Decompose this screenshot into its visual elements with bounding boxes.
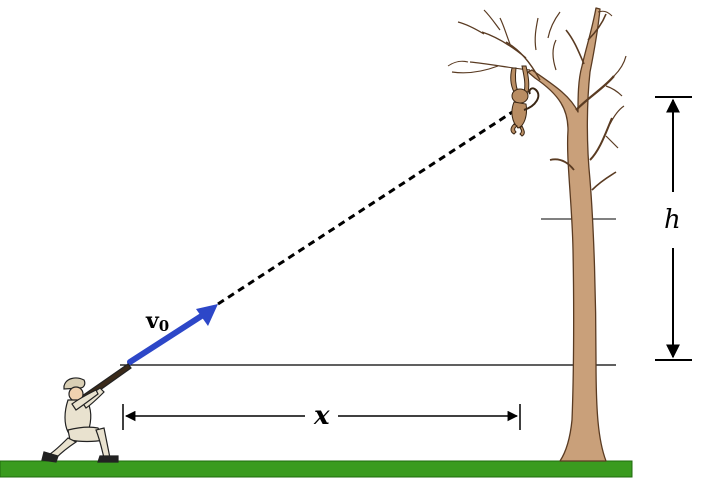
velocity-label: v0	[145, 308, 169, 335]
height-label: h	[664, 205, 681, 235]
velocity-arrow	[127, 304, 218, 365]
hanging-monkey-icon	[510, 65, 540, 137]
distance-label: x	[313, 401, 330, 431]
distance-dimension	[122, 404, 521, 430]
hunter-with-rifle-icon	[41, 363, 132, 463]
velocity-subscript: 0	[159, 317, 169, 335]
ground	[0, 460, 633, 478]
height-dimension	[655, 96, 692, 361]
velocity-symbol: v	[145, 308, 160, 334]
bare-tree-icon	[447, 7, 627, 462]
line-of-sight-dashed	[217, 109, 515, 306]
